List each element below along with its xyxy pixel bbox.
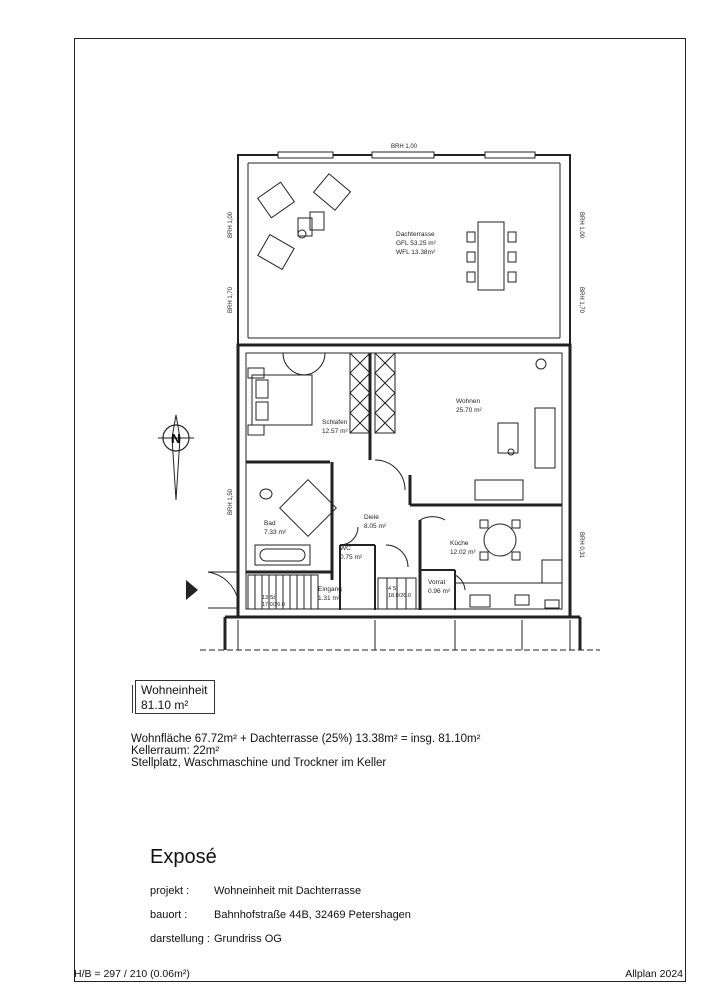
unit-box-title: Wohneinheit	[141, 683, 208, 697]
room-wfl-dachterrasse: WFL 13.38m²	[396, 249, 436, 256]
room-name-kueche: Küche	[450, 540, 469, 547]
brh-kueche-label: BRH 0,31	[578, 532, 584, 559]
stair-right-line2: 18.0/26.0	[388, 593, 411, 599]
unit-box: Wohneinheit 81.10 m²	[132, 680, 215, 714]
room-name-wohnen: Wohnen	[456, 398, 480, 405]
bauort-value: Bahnhofstraße 44B, 32469 Petershagen	[214, 909, 411, 921]
room-name-bad: Bad	[264, 520, 276, 527]
footer-software: Allplan 2024	[625, 968, 683, 980]
room-name-schlafen: Schlafen	[322, 419, 348, 426]
darstellung-label: darstellung :	[150, 933, 210, 945]
summary-line-3: Stellplatz, Waschmaschine und Trockner i…	[131, 757, 387, 769]
unit-box-area: 81.10 m²	[141, 698, 189, 712]
room-name-vorrat: Vorrat	[428, 579, 446, 586]
north-arrow: N	[158, 414, 194, 501]
expose-title: Exposé	[150, 846, 217, 868]
footer-scale-info: H/B = 297 / 210 (0.06m²)	[74, 968, 190, 980]
room-area-schlafen: 12.57 m²	[322, 428, 348, 435]
summary-line-2: Kellerraum: 22m²	[131, 745, 220, 757]
room-name-wc: WC	[340, 545, 351, 552]
brh-bad-label: BRH 1,50	[228, 488, 234, 515]
room-area-vorrat: 0.96 m²	[428, 588, 451, 595]
stair-right-label: 4 St 18.0/26.0	[388, 586, 411, 599]
brh-top-label: BRH 1,00	[391, 144, 418, 150]
north-letter: N	[171, 431, 180, 446]
brh-right-upper-label: BRH 1,00	[578, 212, 584, 239]
brh-left-upper-label: BRH 1,00	[228, 211, 234, 238]
brh-left-lower-label: BRH 1,70	[228, 286, 234, 313]
room-name-dachterrasse: Dachterrasse	[396, 231, 435, 238]
projekt-value: Wohneinheit mit Dachterrasse	[214, 885, 362, 897]
stair-left-line1: 13 St	[262, 595, 275, 601]
darstellung-value: Grundriss OG	[214, 933, 282, 945]
stair-right-line1: 4 St	[388, 586, 398, 592]
stair-left-line2: 17.0/26.0	[262, 602, 285, 608]
brh-right-lower-label: BRH 1,70	[578, 287, 584, 314]
summary-line-1: Wohnfläche 67.72m² + Dachterrasse (25%) …	[131, 733, 481, 745]
bauort-label: bauort :	[150, 909, 188, 921]
stair-left-label: 13 St 17.0/26.0	[262, 595, 285, 608]
room-name-eingang: Eingang	[318, 586, 342, 593]
room-gfl-dachterrasse: GFL 53.25 m²	[396, 240, 437, 247]
room-area-kueche: 12.02 m²	[450, 549, 476, 556]
room-area-eingang: 1.31 m²	[318, 595, 341, 602]
room-area-wc: 0.75 m²	[340, 554, 363, 561]
room-area-bad: 7.33 m²	[264, 529, 287, 536]
room-area-wohnen: 25.70 m²	[456, 407, 482, 414]
projekt-label: projekt :	[150, 885, 190, 897]
room-name-diele: Diele	[364, 514, 379, 521]
room-area-diele: 8.05 m²	[364, 523, 387, 530]
entrance-arrow	[186, 580, 198, 600]
drawing-frame	[74, 38, 686, 982]
